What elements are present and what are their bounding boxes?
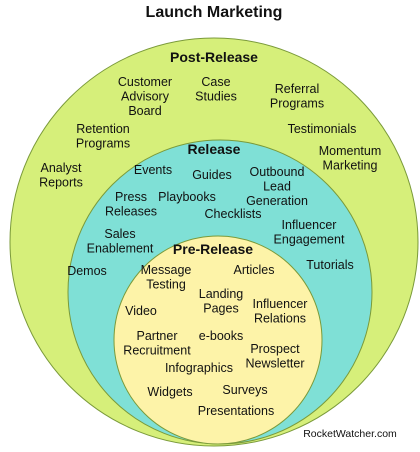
release-item: Events [134, 163, 172, 177]
pre-item-line: Influencer [253, 297, 308, 311]
source-credit: RocketWatcher.com [303, 428, 397, 440]
pre-item-line: Surveys [222, 383, 267, 397]
post-item: Testimonials [288, 122, 357, 136]
post-item-line: Referral [275, 82, 319, 96]
pre-item-line: Newsletter [245, 357, 304, 371]
release-item-line: Tutorials [306, 258, 353, 272]
post-release-label: Post-Release [170, 49, 258, 65]
release-item: Guides [192, 168, 232, 182]
pre-item: Widgets [147, 385, 192, 399]
pre-item-line: Partner [137, 329, 178, 343]
pre-item-line: Relations [254, 312, 306, 326]
post-item-line: Analyst [41, 161, 83, 175]
pre-item: Video [125, 304, 157, 318]
pre-item: Infographics [165, 361, 233, 375]
release-item: Demos [67, 264, 107, 278]
pre-item-line: Prospect [250, 342, 300, 356]
diagram-title: Launch Marketing [146, 4, 283, 21]
post-item-line: Programs [270, 97, 324, 111]
pre-item-line: Widgets [147, 385, 192, 399]
pre-item-line: Landing [199, 287, 244, 301]
release-item-line: Sales [104, 227, 135, 241]
release-item-line: Press [115, 190, 147, 204]
pre-release-label: Pre-Release [173, 241, 253, 257]
post-item-line: Testimonials [288, 122, 357, 136]
release-item-line: Enablement [87, 242, 154, 256]
release-item-line: Events [134, 163, 172, 177]
release-item-line: Outbound [250, 165, 305, 179]
pre-item-line: e-books [199, 329, 243, 343]
release-item-line: Playbooks [158, 190, 216, 204]
pre-item-line: Message [141, 263, 192, 277]
release-item-line: Checklists [205, 207, 262, 221]
pre-item-line: Pages [203, 302, 238, 316]
post-item-line: Programs [76, 137, 130, 151]
pre-item-line: Video [125, 304, 157, 318]
release-item-line: Guides [192, 168, 232, 182]
pre-release-circle [113, 235, 323, 445]
pre-item: e-books [199, 329, 243, 343]
release-item: Playbooks [158, 190, 216, 204]
release-item-line: Lead [263, 180, 291, 194]
release-item-line: Generation [246, 194, 308, 208]
release-item-line: Engagement [274, 233, 345, 247]
release-label: Release [188, 141, 241, 157]
pre-item: Surveys [222, 383, 267, 397]
pre-item: Articles [234, 263, 275, 277]
release-item-line: Demos [67, 264, 107, 278]
post-item-line: Marketing [323, 159, 378, 173]
post-item-line: Board [128, 104, 161, 118]
post-item-line: Advisory [121, 90, 170, 104]
pre-item: Presentations [198, 404, 274, 418]
release-item: Checklists [205, 207, 262, 221]
pre-item-line: Recruitment [123, 344, 191, 358]
post-item-line: Retention [76, 122, 130, 136]
pre-item-line: Articles [234, 263, 275, 277]
post-item-line: Case [201, 75, 230, 89]
release-item: Tutorials [306, 258, 353, 272]
pre-item-line: Infographics [165, 361, 233, 375]
post-item-line: Momentum [319, 144, 382, 158]
post-item-line: Studies [195, 90, 237, 104]
release-item-line: Releases [105, 205, 157, 219]
release-item-line: Influencer [282, 218, 337, 232]
pre-item-line: Presentations [198, 404, 274, 418]
post-item-line: Reports [39, 176, 83, 190]
post-item-line: Customer [118, 75, 172, 89]
pre-item-line: Testing [146, 278, 186, 292]
